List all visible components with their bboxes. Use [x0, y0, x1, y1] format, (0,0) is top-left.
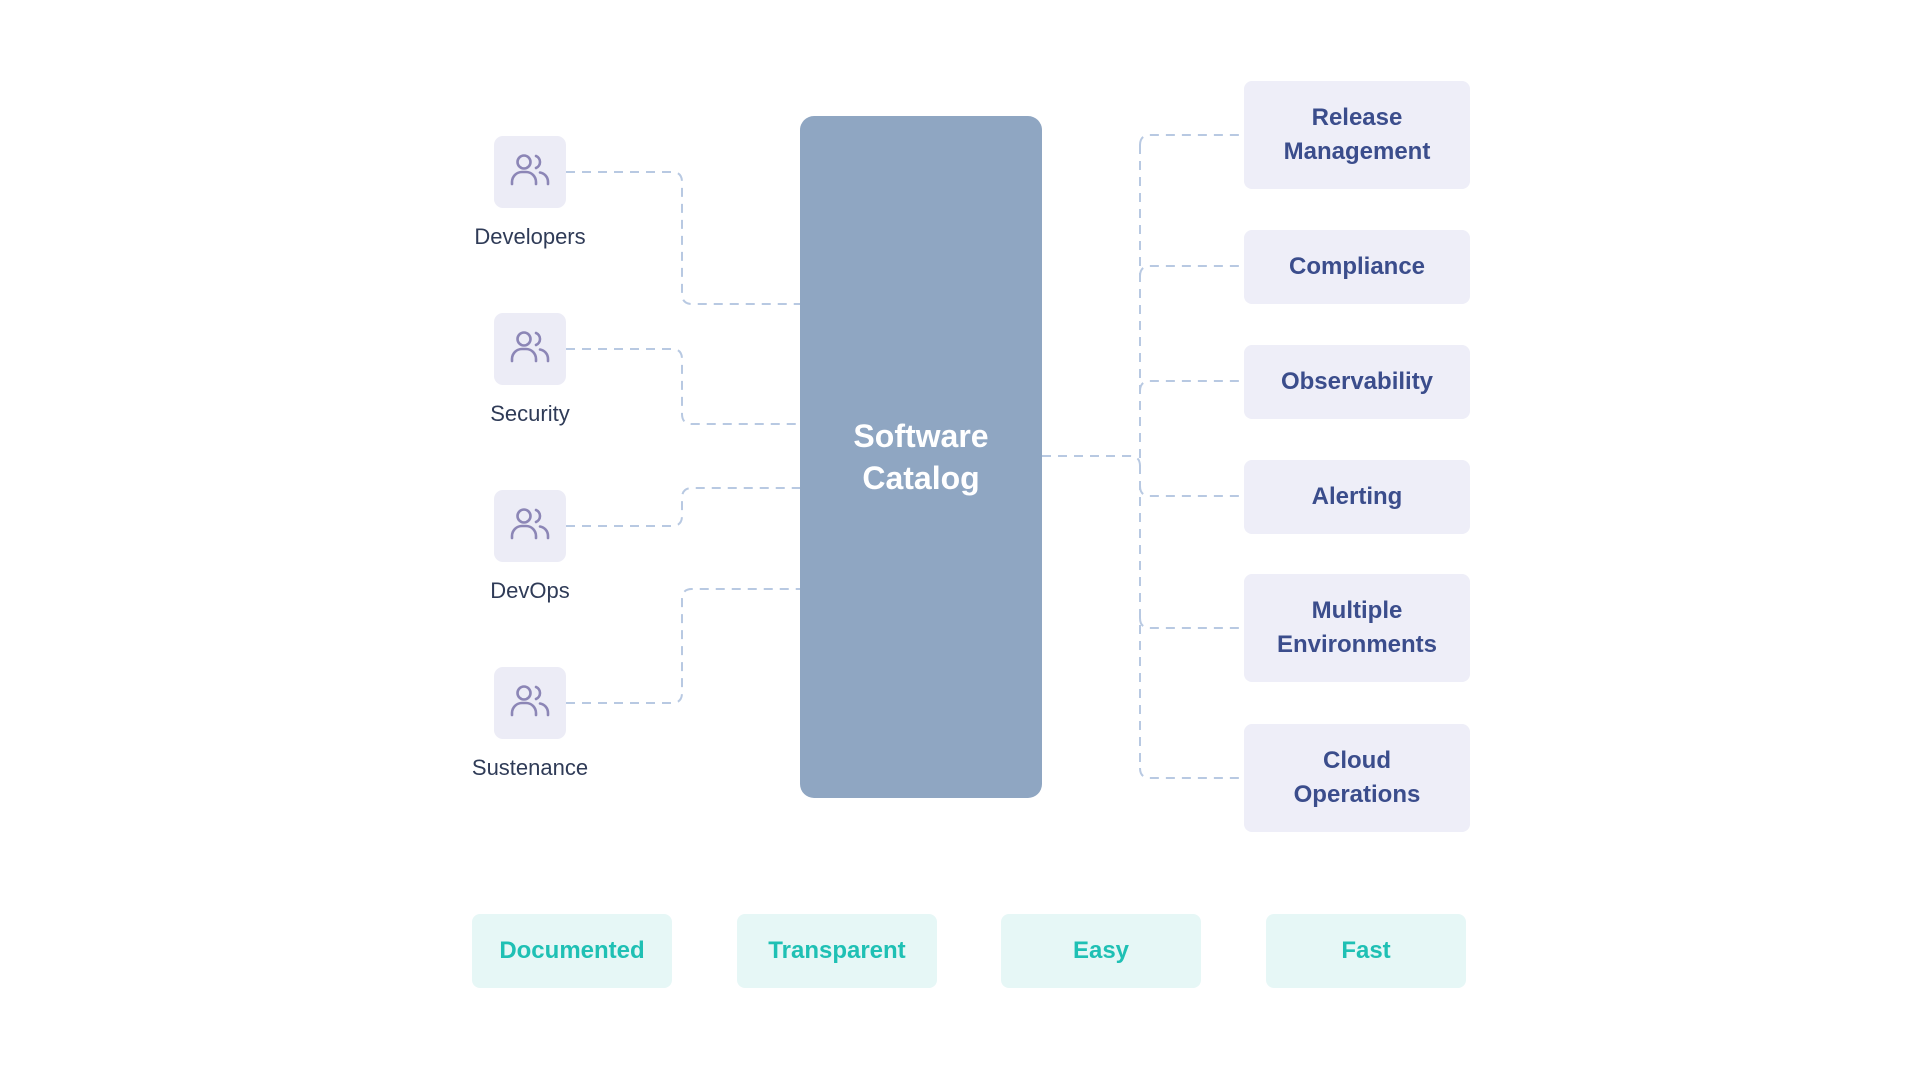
connector-catalog-trunk [1042, 455, 1141, 467]
catalog-title-line: Catalog [862, 460, 980, 496]
feature-label-line: Operations [1293, 781, 1421, 808]
users-icon [508, 681, 552, 726]
users-icon [508, 150, 552, 195]
team-label: Security [490, 401, 570, 426]
team-icon-box [494, 313, 566, 385]
team-icon-box [494, 667, 566, 739]
connector-compliance [1139, 265, 1244, 277]
team-label: Sustenance [471, 755, 589, 780]
feature-label-line: Environments [1276, 631, 1438, 658]
feature-label-line: Cloud [1323, 747, 1391, 774]
team-label: DevOps [490, 578, 570, 603]
team-icon-box [494, 136, 566, 208]
quality-transparent: Transparent [737, 914, 937, 988]
feature-label-line: Multiple [1311, 597, 1403, 624]
team-developers: Developers [450, 136, 610, 250]
feature-release-management: Release Management [1244, 81, 1470, 189]
feature-observability: Observability [1244, 345, 1470, 419]
connector-sustenance [566, 588, 800, 704]
feature-compliance: Compliance [1244, 230, 1470, 304]
team-icon-box [494, 490, 566, 562]
feature-cloud-operations: Cloud Operations [1244, 724, 1470, 832]
feature-label-line: Release [1311, 104, 1403, 131]
connector-observability [1139, 380, 1244, 392]
connector-cloud-operations [1139, 767, 1244, 779]
feature-alerting: Alerting [1244, 460, 1470, 534]
quality-easy: Easy [1001, 914, 1201, 988]
catalog-title-line: Software [853, 418, 989, 454]
connector-developers [566, 171, 800, 305]
software-catalog-title: Software Catalog [836, 415, 1006, 499]
connector-devops [566, 487, 800, 527]
feature-label-line: Compliance [1288, 253, 1426, 280]
quality-documented: Documented [472, 914, 672, 988]
team-label: Developers [474, 224, 586, 249]
users-icon [508, 504, 552, 549]
users-icon [508, 327, 552, 372]
connector-multiple-environments [1139, 617, 1244, 629]
connector-release-management [1139, 134, 1244, 146]
feature-label-line: Alerting [1311, 483, 1403, 510]
team-devops: DevOps [450, 490, 610, 604]
quality-fast: Fast [1266, 914, 1466, 988]
team-sustenance: Sustenance [450, 667, 610, 781]
team-security: Security [450, 313, 610, 427]
connector-security [566, 348, 800, 425]
feature-label-line: Observability [1280, 368, 1434, 395]
feature-label-line: Management [1283, 138, 1431, 165]
software-catalog-box: Software Catalog [800, 116, 1042, 798]
connector-alerting [1139, 485, 1244, 497]
feature-multiple-environments: Multiple Environments [1244, 574, 1470, 682]
